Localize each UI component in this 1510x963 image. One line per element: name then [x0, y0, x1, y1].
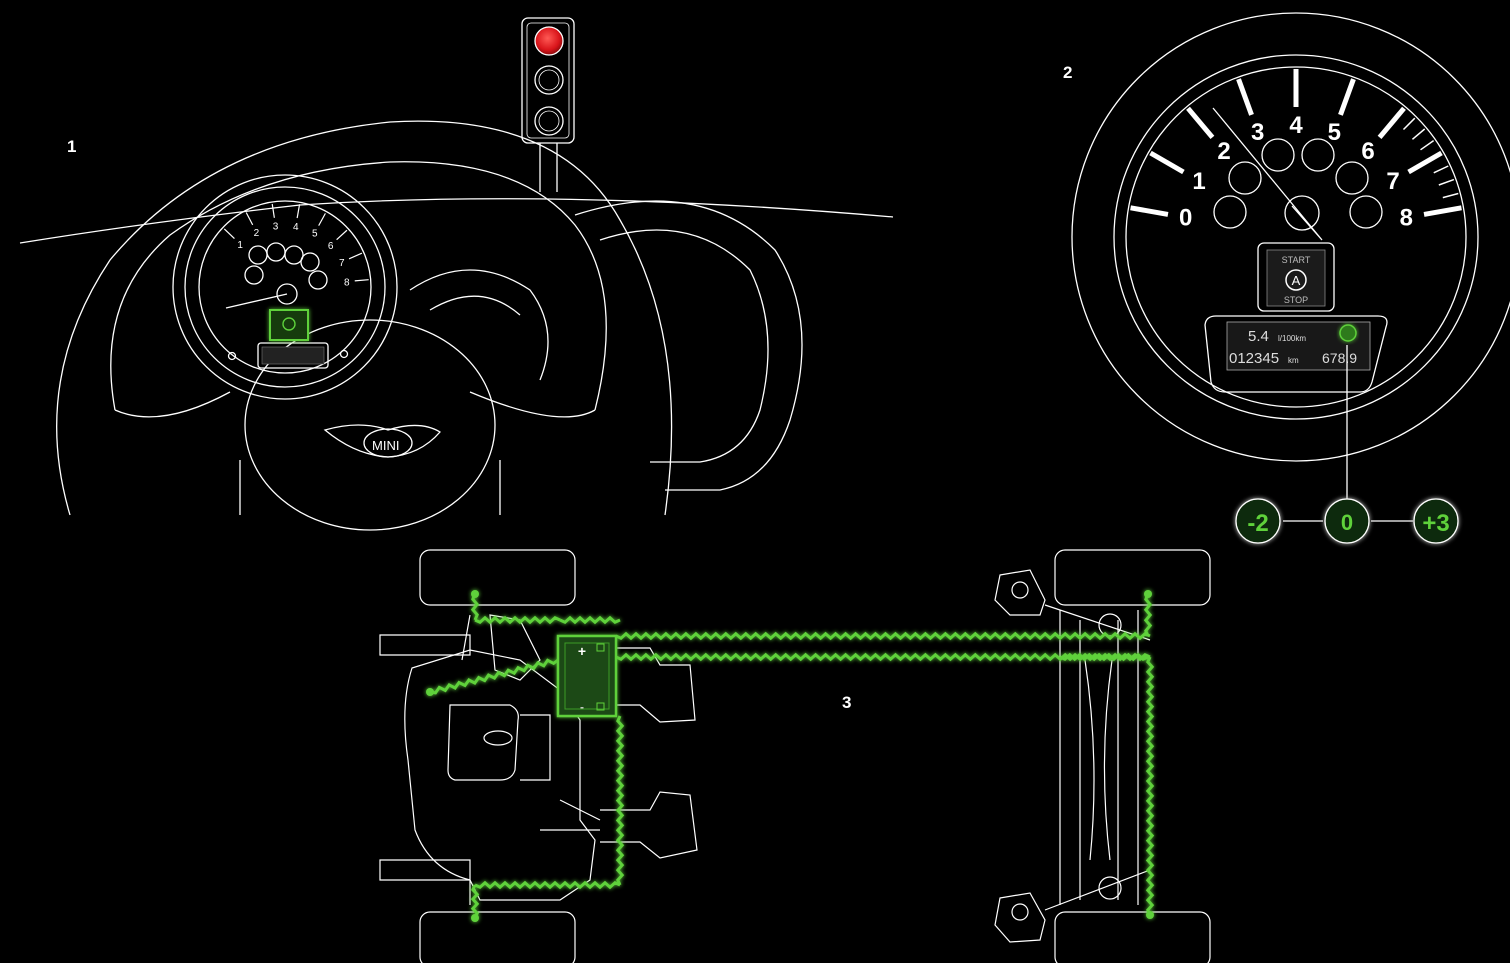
wire-segment — [474, 615, 561, 625]
dash-tach-tick — [245, 212, 254, 226]
wire-segment — [1145, 656, 1155, 916]
wire-terminal — [426, 688, 434, 696]
auto-start-stop-icon — [1285, 269, 1307, 291]
wire-terminal — [1144, 590, 1152, 598]
stop-label: STOP — [1284, 295, 1308, 305]
mini-logo: MINI — [323, 424, 441, 458]
wire-segment — [1143, 593, 1153, 637]
tach-major-tick — [1407, 150, 1443, 175]
dash-tach-number: 4 — [293, 222, 299, 233]
selector-zero-button — [1324, 498, 1370, 544]
dash-tach-tick — [348, 252, 363, 260]
selector-plus-label: +3 — [1422, 510, 1449, 537]
wire-terminal — [471, 914, 479, 922]
dash-tach-number: 2 — [254, 228, 260, 239]
tach-major-tick — [1423, 205, 1462, 217]
battery-plus-label: + — [578, 643, 586, 659]
selector-zero-label: 0 — [1341, 510, 1353, 535]
tach-minor-tick — [1411, 128, 1426, 140]
battery-control-module: + - — [556, 634, 618, 718]
selector-minus-button — [1235, 498, 1281, 544]
dash-tach-tick — [296, 204, 301, 219]
traffic-light — [521, 17, 575, 192]
chassis-illustration — [379, 549, 1211, 963]
trip-value: 678.9 — [1322, 350, 1357, 366]
front-left-wheel — [419, 549, 576, 606]
tach-scale-number: 5 — [1328, 119, 1341, 146]
onboard-display — [1204, 315, 1388, 393]
tach-scale-number: 3 — [1251, 119, 1264, 146]
wire-segment — [559, 615, 621, 625]
selector-minus-label: -2 — [1247, 510, 1268, 537]
auto-start-stop-symbol: A — [1292, 273, 1301, 288]
tach-major-tick — [1130, 205, 1169, 217]
wire-terminal — [1146, 911, 1154, 919]
display-indicator-dot — [1339, 324, 1357, 342]
panel-number-2: 2 — [1063, 63, 1073, 82]
tach-minor-tick — [1420, 140, 1435, 151]
tach-scale-number: 1 — [1192, 168, 1205, 195]
start-label: START — [1282, 255, 1311, 265]
tach-scale-number: 2 — [1217, 138, 1230, 165]
tach-minor-tick — [1442, 192, 1459, 199]
consumption-value: 5.4 — [1248, 328, 1269, 345]
rear-left-wheel — [1054, 549, 1211, 606]
wire-segment — [615, 715, 625, 886]
front-right-wheel — [419, 911, 576, 963]
selector-plus-button — [1413, 498, 1459, 544]
dash-tach-tick — [354, 279, 369, 282]
dash-tach-number: 8 — [344, 278, 350, 289]
wire-segment — [615, 631, 1151, 641]
consumption-unit: l/100km — [1278, 334, 1306, 343]
tach-major-tick — [1377, 106, 1406, 140]
dash-start-stop-indicator — [269, 309, 309, 341]
wire-segment — [474, 880, 621, 890]
tach-major-tick — [1186, 106, 1215, 140]
tach-scale-number: 4 — [1289, 112, 1303, 139]
tach-minor-tick — [1438, 178, 1455, 186]
traffic-light-red-lamp — [534, 26, 564, 56]
panel-number-3: 3 — [842, 693, 852, 712]
dash-tach-number: 1 — [237, 240, 243, 251]
wire-segment — [429, 658, 559, 695]
battery-minus-label: - — [580, 700, 584, 714]
tach-scale-number: 7 — [1386, 168, 1399, 195]
dash-tach-tick — [271, 203, 275, 218]
wire-segment — [470, 593, 480, 621]
dash-tach-tick — [223, 228, 235, 240]
panel-number-1: 1 — [67, 137, 77, 156]
tach-major-tick — [1236, 78, 1254, 116]
tach-minor-tick — [1402, 117, 1416, 131]
dash-tach-number: 3 — [273, 222, 279, 233]
odometer-value: 012345 — [1229, 350, 1279, 367]
dash-tach-tick — [336, 229, 348, 241]
tach-major-tick — [1338, 78, 1356, 116]
dash-tach-number: 7 — [339, 258, 345, 269]
wire-segment — [1059, 652, 1149, 662]
tach-minor-tick — [1433, 165, 1449, 174]
dash-tach-number: 5 — [312, 229, 318, 240]
selector-callout: -2 0 +3 — [1235, 498, 1459, 544]
dash-tach-tick — [318, 213, 326, 226]
tach-scale-number: 8 — [1400, 205, 1413, 232]
odometer-unit: km — [1288, 356, 1299, 365]
wire-terminal — [471, 590, 479, 598]
electrical-wiring — [426, 590, 1155, 922]
mini-logo-text: MINI — [372, 438, 399, 453]
start-stop-panel — [1257, 242, 1335, 312]
tach-scale-number: 6 — [1361, 138, 1374, 165]
tach-scale-number: 0 — [1179, 205, 1192, 232]
rear-right-wheel — [1054, 911, 1211, 963]
wire-segment — [470, 884, 480, 919]
dash-tach-number: 6 — [328, 241, 334, 252]
tach-major-tick — [1149, 150, 1185, 175]
